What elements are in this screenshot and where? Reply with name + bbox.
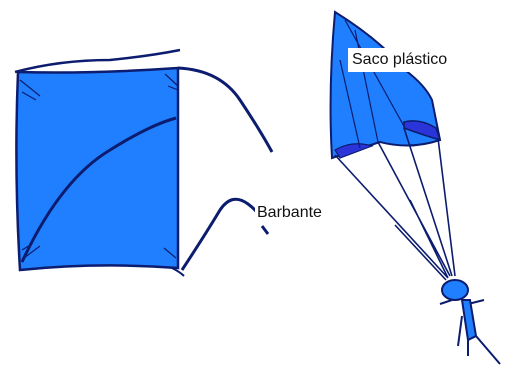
parachute-canopy: [331, 12, 440, 158]
label-saco-plastico: Saco plástico: [348, 48, 451, 72]
figure-left-line: [458, 316, 462, 346]
string-upper: [178, 68, 272, 152]
square-kite-bag: [16, 68, 178, 270]
string-lower: [182, 199, 258, 270]
figure-body: [462, 300, 476, 340]
string-lines: [178, 68, 272, 270]
figure-legs: [468, 336, 500, 364]
square-kite: [15, 50, 184, 276]
figure-head: [442, 280, 468, 300]
string-tip: [262, 226, 268, 234]
label-barbante: Barbante: [255, 203, 324, 223]
